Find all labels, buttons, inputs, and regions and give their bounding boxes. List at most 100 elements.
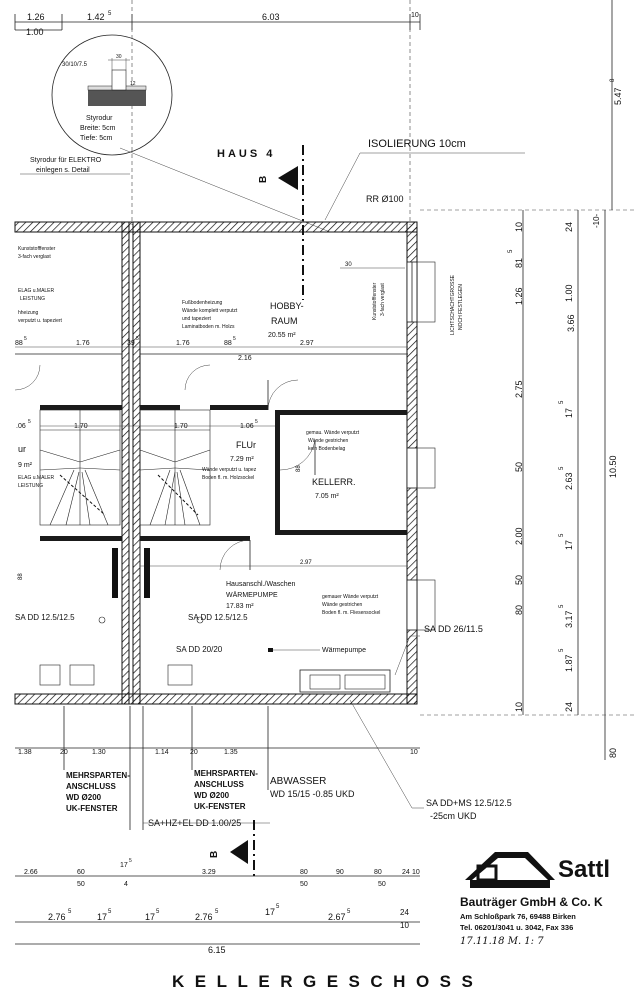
inner-dim-b4-sup: 5 [28, 419, 31, 425]
flur-finish-1: Wände verputzt u. tapez [202, 467, 257, 473]
hobby-room-area: 20.55 m² [268, 332, 296, 339]
right-dim-w5-sup: 5 [559, 466, 565, 470]
dim-right-overall-sup: 8 [610, 78, 616, 82]
bottom-dim-q6: 3.29 [202, 869, 216, 876]
left-flur: ur [18, 444, 26, 454]
bottom-dim-q2: 60 [77, 869, 85, 876]
flur-area: 7.29 m² [230, 456, 254, 463]
hws-name-2: WÄRMEPUMPE [226, 591, 278, 599]
dim-top-2: 1.42 [87, 12, 105, 22]
bottom-dim-p3-sup: 5 [156, 909, 160, 915]
company-brand: Sattl [558, 856, 611, 883]
bottom-dim-r3: 1.30 [92, 749, 106, 756]
duct-sa-4: SA DD 26/11.5 [424, 624, 483, 634]
bottom-dim-q8: 90 [336, 869, 344, 876]
detail-elektro-1: Styrodur für ELEKTRO [30, 157, 102, 164]
hobby-finish-3: und tapeziert [182, 316, 212, 322]
detail-line-2: Breite: 5cm [80, 125, 116, 132]
left-finish-1: ELAG u.MALER [18, 475, 55, 481]
abwasser-label-2: WD 15/15 -0.85 UKD [270, 789, 355, 799]
right-dimension-chain-1: 10 81 5 1.26 2.75 50 2.00 80 50 10 [508, 210, 524, 715]
keller-finish-3: kein Bodenbelag [308, 446, 345, 452]
inner-dim-d1: 2.97 [300, 560, 312, 566]
hobby-finish-4: Laminatboden m. Holzs [182, 324, 235, 330]
multi-anschluss-1a: MEHRSPARTEN- [66, 771, 130, 780]
bottom-dim-p2: 17 [97, 912, 107, 922]
bottom-dim-p1: 2.76 [48, 912, 66, 922]
rr-label: RR Ø100 [366, 194, 404, 204]
floor-title: KELLERGESCHOSS [172, 972, 484, 991]
bottom-dim-overall: 6.15 [208, 945, 226, 955]
left-room-4: LEISTUNG [20, 296, 45, 302]
multi-anschluss-2b: ANSCHLUSS [194, 780, 244, 789]
company-tel: Tel. 06201/3041 u. 3042, Fax 336 [460, 923, 574, 932]
detail-line-3: Tiefe: 5cm [80, 135, 113, 142]
hobby-room-name-1: HOBBY- [270, 301, 304, 311]
right-dim-v8: 50 [514, 575, 524, 585]
insulation-callout: ISOLIERUNG 10cm RR Ø100 [324, 138, 525, 221]
inner-dim-a5-sup: 5 [233, 336, 236, 342]
inner-dim-b3: 1.06 [240, 423, 254, 430]
sa-dd-ms-1: SA DD+MS 12.5/12.5 [426, 798, 512, 808]
right-dim-w7: 3.17 [564, 610, 574, 628]
left-house-labels: Kunststofffenster 3-fach verglast ELAG u… [18, 246, 63, 489]
flur-finish-2: Boden fl. m. Holzsockel [202, 475, 254, 481]
keller-name: KELLERR. [312, 477, 356, 487]
door-swings [14, 364, 316, 571]
multi-anschluss-2d: UK-FENSTER [194, 802, 246, 811]
company-title-block: Sattl Bauträger GmbH & Co. K Am Schloßpa… [430, 850, 637, 960]
lichtschacht-label-1: LICHTSCHACHTGROSSE [450, 274, 456, 335]
section-marker-letter-bottom: B [209, 851, 220, 858]
bottom-dim-p4: 2.76 [195, 912, 213, 922]
dim-right-overall: 5.47 [613, 87, 623, 105]
inner-dim-b4: .06 [16, 423, 26, 430]
detail-line-1: Styrodur [86, 115, 113, 122]
keller: KELLERR. 7.05 m² gemau. Wände verputzt W… [306, 430, 360, 500]
duct-labels: SA DD 12.5/12.5 SA DD 12.5/12.5 SA DD 20… [15, 548, 512, 830]
bottom-dimension-chain-3: 2.76 5 17 5 17 5 2.76 5 17 5 2.67 5 24 1… [15, 904, 420, 955]
sa-dd-ms-2: -25cm UKD [430, 811, 477, 821]
duct-sa-2: SA DD 12.5/12.5 [188, 613, 248, 622]
bottom-dim-p3: 17 [145, 912, 155, 922]
bottom-dim-q4-sup: 5 [129, 858, 132, 864]
inner-dim-a2: 1.76 [76, 340, 90, 347]
bottom-dim-q12: 50 [300, 881, 308, 888]
right-windows [406, 261, 436, 631]
house-label: HAUS 4 [217, 148, 275, 160]
bottom-dim-q10: 24 [402, 869, 410, 876]
top-dimension-chain: 1.26 1.42 5 6.03 10 1.00 [14, 0, 421, 225]
bottom-dimension-chain-1: 1.38 20 1.30 1.14 20 1.35 10 [15, 747, 420, 756]
hobby-finish-2: Wände komplett verputzt [182, 308, 238, 314]
flur-name: FLUr [236, 440, 256, 450]
hausanschluss-room: Hausanschl./Waschen WÄRMEPUMPE 17.83 m² … [226, 581, 391, 693]
bottom-dim-q13: 50 [378, 881, 386, 888]
inner-dim-d2: 88 [18, 573, 24, 580]
inner-dim-b2: 1.70 [174, 423, 188, 430]
bottom-dim-r5: 20 [190, 749, 198, 756]
hws-finish-1: gemauer Wände verputzt [322, 594, 379, 600]
inner-dim-a3: 39 [127, 340, 135, 347]
left-room-3: ELAG u.MALER [18, 288, 55, 294]
right-dim-v3: 1.26 [514, 287, 524, 305]
abwasser-label-1: ABWASSER [270, 776, 326, 787]
right-dim-v5: 50 [514, 462, 524, 472]
hws-finish-3: Boden fl. m. Fliesensockel [322, 610, 380, 616]
section-marker-top: HAUS 4 B [217, 145, 304, 300]
bottom-dim-r1: 1.38 [18, 749, 32, 756]
left-window-1: Kunststofffenster [18, 246, 56, 252]
right-dim-w5: 2.63 [564, 472, 574, 490]
detail-elektro-2: einlegen s. Detail [36, 167, 90, 174]
multi-anschluss-2c: WD Ø200 [194, 791, 230, 800]
bottom-dim-p2-sup: 5 [108, 909, 112, 915]
stairs-right [139, 409, 211, 526]
waermepumpe-label: Wärmepumpe [322, 647, 366, 654]
bottom-dim-p7: 24 [400, 908, 409, 917]
duct-sa-3: SA DD 20/20 [176, 645, 223, 654]
inner-dim-a4: 1.76 [176, 340, 190, 347]
left-area: 9 m² [18, 462, 33, 469]
detail-dim-top: 30 [116, 54, 122, 60]
inner-dim-c2: 88 [296, 465, 302, 472]
bottom-dim-p6: 2.67 [328, 912, 346, 922]
hobby-room: HOBBY- RAUM 20.55 m² Fußbodenheizung Wän… [182, 274, 464, 339]
bottom-dim-q1: 2.66 [24, 869, 38, 876]
